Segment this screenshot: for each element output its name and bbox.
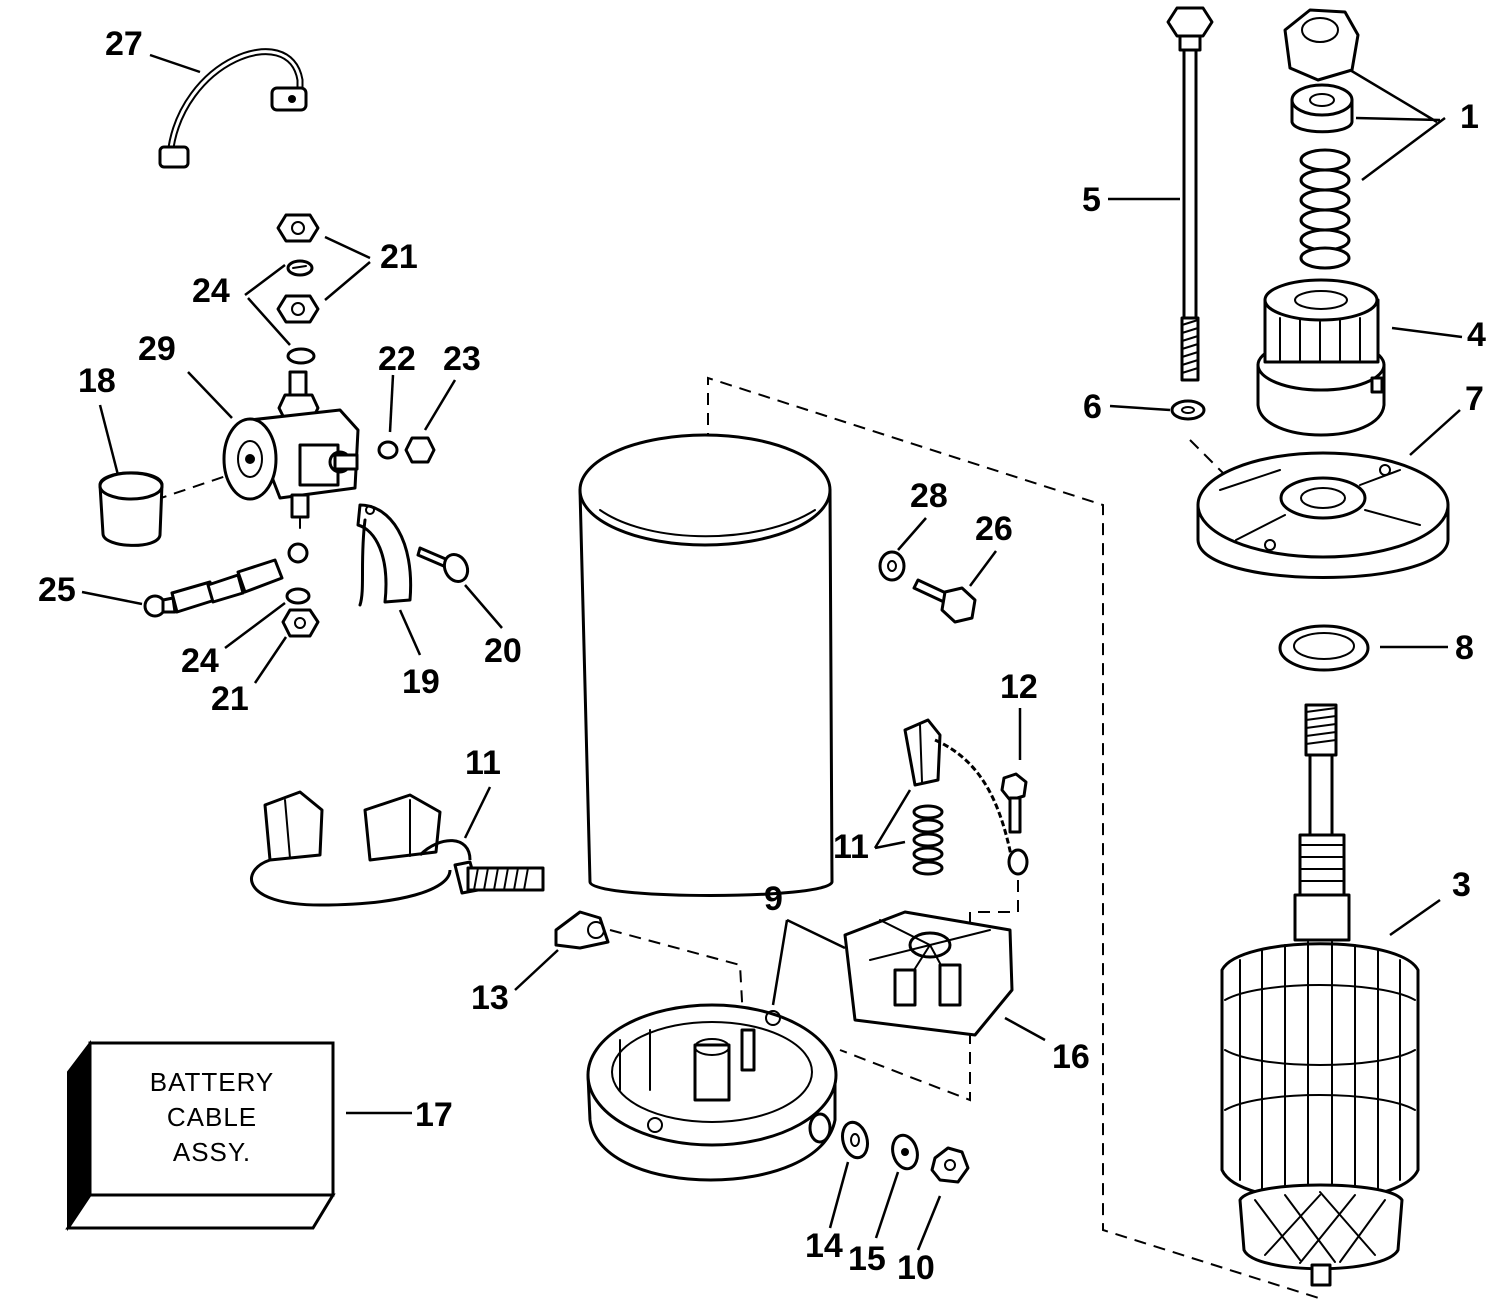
terminal-nut-upper — [276, 213, 320, 243]
callout-26: 26 — [975, 510, 1013, 548]
battery-box-line-2: CABLE — [167, 1102, 257, 1132]
callout-25: 25 — [38, 571, 76, 609]
callout-11-right: 11 — [833, 828, 869, 866]
drive-pinion — [1256, 278, 1386, 437]
callout-9: 9 — [764, 880, 783, 918]
bolt-lockwasher — [1170, 399, 1206, 421]
callout-15: 15 — [848, 1240, 886, 1278]
pinion-spring — [1299, 148, 1351, 270]
battery-box-line-1: BATTERY — [150, 1067, 275, 1097]
callout-21-lower: 21 — [211, 680, 249, 718]
nut-23 — [404, 436, 436, 464]
through-bolt — [1166, 6, 1214, 382]
nut-10 — [930, 1146, 970, 1184]
lockwasher-lower — [285, 587, 311, 605]
washer-15 — [891, 1133, 919, 1171]
ground-lead-wire — [158, 48, 308, 169]
hex-bolt — [912, 578, 977, 624]
solenoid-cable — [143, 542, 309, 618]
battery-cable-assembly-box: BATTERY CABLE ASSY. — [65, 1040, 336, 1232]
callout-22: 22 — [378, 340, 416, 378]
callout-27: 27 — [105, 25, 143, 63]
callout-16: 16 — [1052, 1038, 1090, 1076]
callout-numbers: 27 21 24 29 18 22 23 25 24 21 19 20 28 2… — [38, 25, 1486, 1287]
callout-6: 6 — [1083, 388, 1102, 426]
commutator-end-cap — [586, 1003, 838, 1182]
callout-3: 3 — [1452, 866, 1471, 904]
armature — [1220, 703, 1420, 1287]
callout-7: 7 — [1465, 380, 1484, 418]
lockwasher-22 — [377, 440, 399, 460]
solenoid-boot — [98, 471, 164, 547]
callout-17: 17 — [415, 1096, 453, 1134]
callout-29: 29 — [138, 330, 176, 368]
callout-12: 12 — [1000, 668, 1038, 706]
pinion-nut — [1283, 8, 1360, 82]
terminal-insulator — [554, 910, 610, 950]
lockwasher-middle — [286, 347, 316, 365]
brush-screw — [1000, 772, 1028, 834]
drive-end-cap — [1196, 451, 1450, 579]
callout-21-upper: 21 — [380, 238, 418, 276]
callout-leader-lines — [81, 53, 1463, 1251]
callout-5: 5 — [1082, 181, 1101, 219]
callout-1: 1 — [1460, 98, 1479, 136]
callout-10: 10 — [897, 1249, 935, 1287]
field-frame-housing — [578, 433, 834, 897]
callout-24-upper: 24 — [192, 272, 230, 310]
pinion-spacer — [1290, 83, 1354, 134]
brush-with-spring — [903, 718, 1029, 876]
callout-14: 14 — [805, 1227, 843, 1265]
thrust-washer — [1278, 624, 1370, 672]
callout-11-left: 11 — [465, 744, 501, 782]
solenoid-bracket — [356, 503, 413, 607]
callout-4: 4 — [1467, 316, 1486, 354]
callout-8: 8 — [1455, 629, 1474, 667]
solenoid — [222, 370, 360, 529]
through-bolt-washer — [878, 550, 906, 582]
callout-24-lower: 24 — [181, 642, 219, 680]
assembly-guide-lines — [154, 376, 1326, 1301]
callout-13: 13 — [471, 979, 509, 1017]
callout-19: 19 — [402, 663, 440, 701]
terminal-nut-lower — [281, 608, 320, 638]
terminal-nut-middle — [276, 294, 320, 324]
callout-23: 23 — [443, 340, 481, 378]
battery-box-line-3: ASSY. — [173, 1137, 251, 1167]
brush-plate — [843, 910, 1014, 1037]
bracket-screw — [416, 546, 470, 584]
callout-20: 20 — [484, 632, 522, 670]
lockwasher-upper — [286, 259, 314, 277]
callout-28: 28 — [910, 477, 948, 515]
lockwasher-14 — [841, 1120, 869, 1160]
brush-set — [250, 790, 545, 907]
callout-18: 18 — [78, 362, 116, 400]
